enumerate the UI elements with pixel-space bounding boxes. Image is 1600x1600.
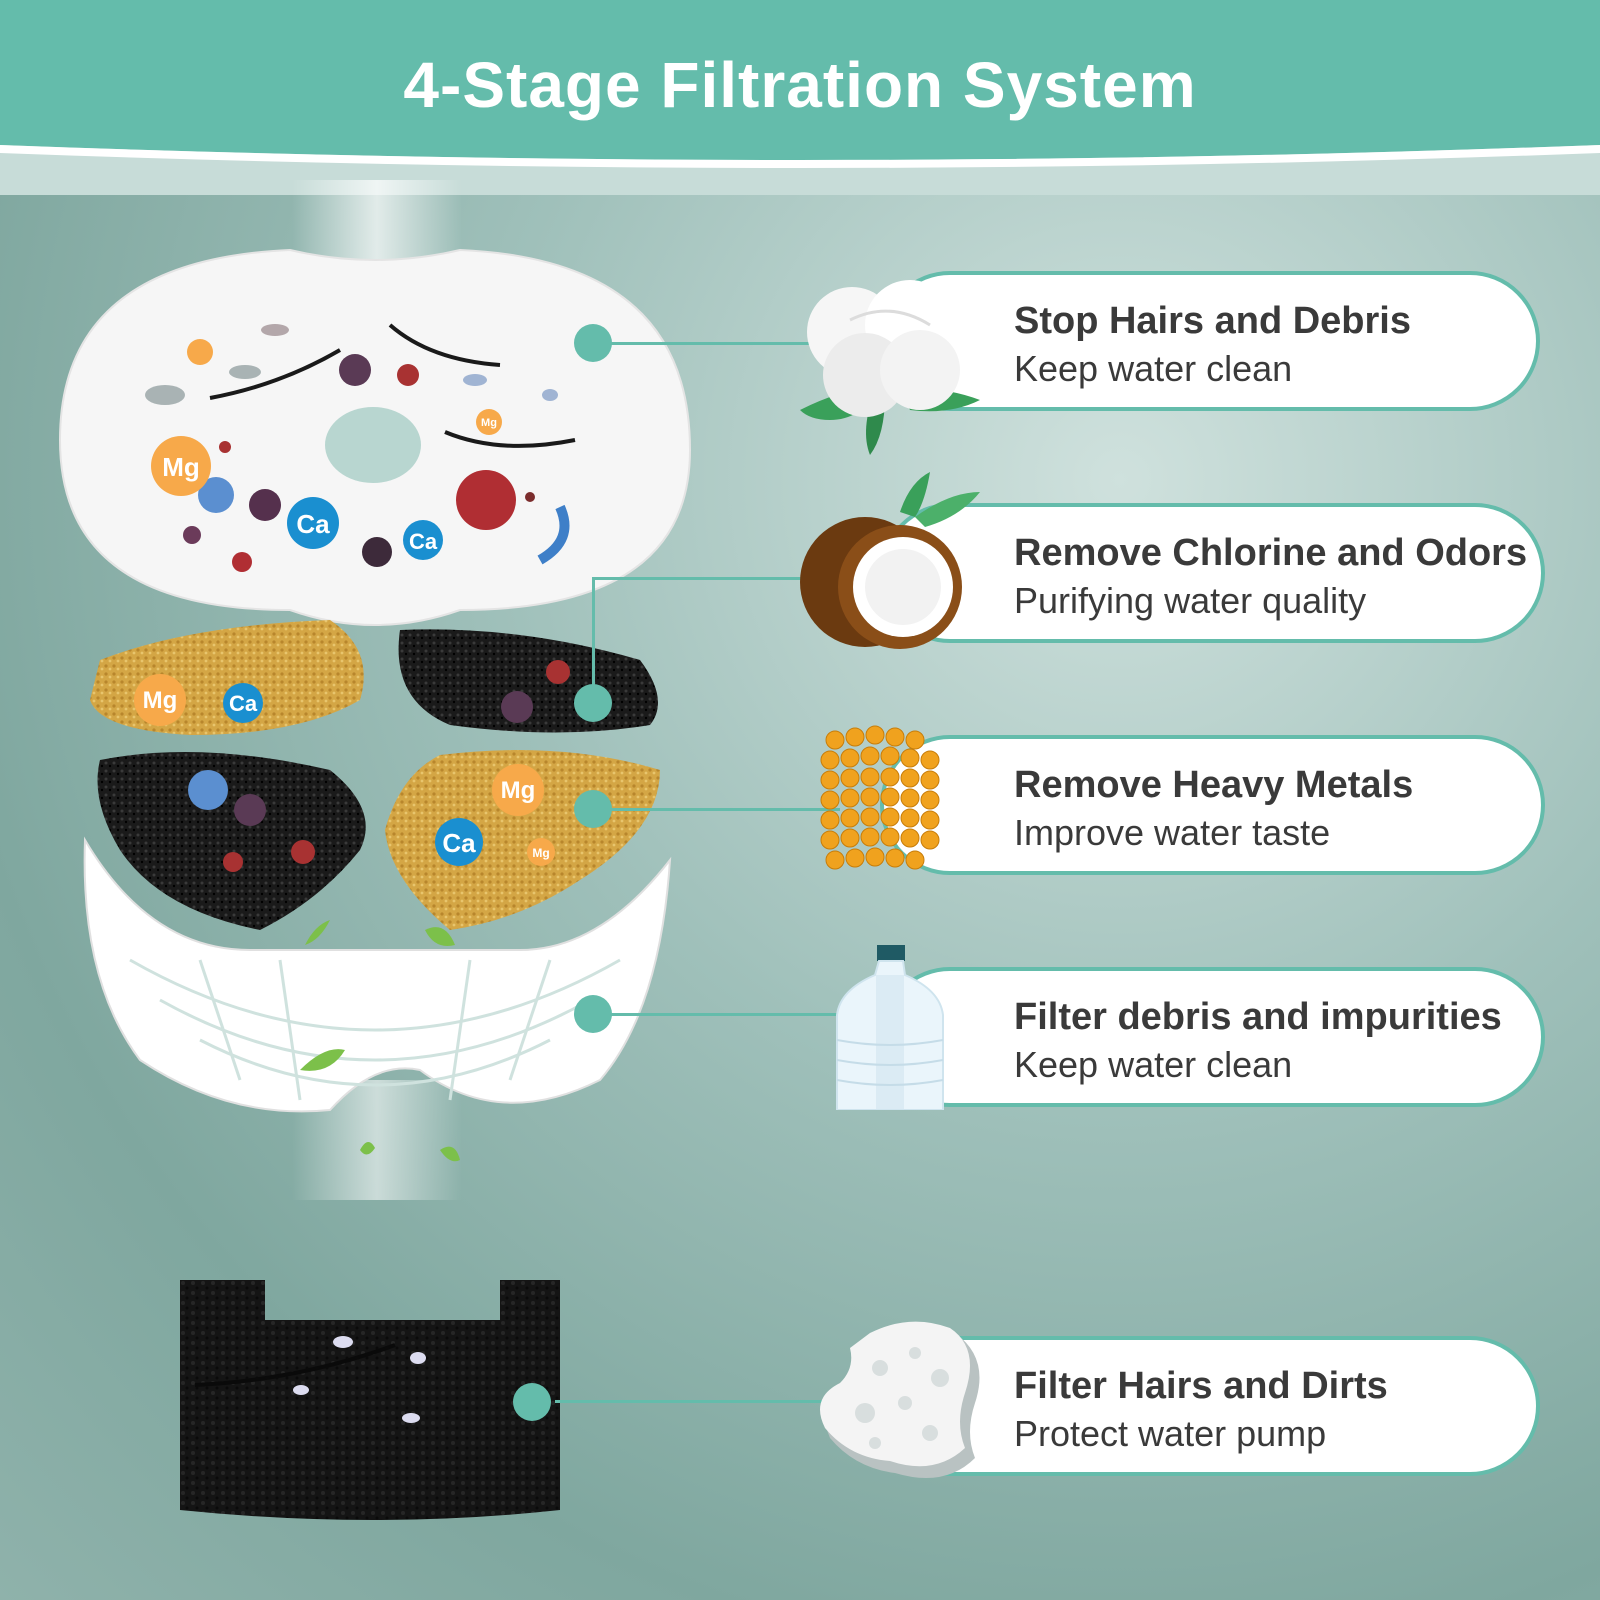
mineral-label-mg: Mg bbox=[481, 417, 497, 429]
connector-line-stage-1 bbox=[595, 342, 815, 345]
connector-line-stage-2-horizontal bbox=[592, 577, 815, 580]
marker-dot-stage-2 bbox=[574, 684, 612, 722]
cotton-icon bbox=[800, 280, 980, 455]
connector-line-stage-4 bbox=[600, 1013, 840, 1016]
connector-line-stage-3 bbox=[600, 808, 840, 811]
black-sponge bbox=[180, 1280, 560, 1520]
sponge-icon bbox=[820, 1321, 980, 1478]
coconut-icon bbox=[800, 472, 980, 649]
stage-card-3: Remove Heavy Metals Improve water taste bbox=[880, 735, 1545, 875]
water-bottle-icon bbox=[836, 945, 944, 1110]
mineral-label-ca: Ca bbox=[442, 828, 476, 858]
mineral-label-ca: Ca bbox=[409, 529, 438, 554]
mineral-label-mg: Mg bbox=[162, 452, 200, 482]
stage-subtitle: Keep water clean bbox=[1014, 348, 1293, 389]
page-title: 4-Stage Filtration System bbox=[403, 49, 1197, 121]
connector-line-stage-2-vertical bbox=[592, 577, 595, 687]
stage-subtitle: Purifying water quality bbox=[1014, 580, 1367, 621]
stage-heading: Filter debris and impurities bbox=[1014, 996, 1502, 1038]
stage-heading: Stop Hairs and Debris bbox=[1014, 300, 1411, 342]
connector-line-stage-5 bbox=[555, 1400, 840, 1403]
mineral-label-mg: Mg bbox=[501, 777, 536, 804]
stage-heading: Remove Chlorine and Odors bbox=[1014, 532, 1528, 574]
stage-subtitle: Protect water pump bbox=[1014, 1413, 1327, 1454]
resin-granules-upper-left bbox=[90, 620, 364, 735]
stage-heading: Filter Hairs and Dirts bbox=[1014, 1365, 1388, 1407]
stage-card-4: Filter debris and impurities Keep water … bbox=[880, 967, 1545, 1107]
header-banner bbox=[0, 0, 1600, 175]
marker-dot-stage-4 bbox=[574, 995, 612, 1033]
mineral-label-mg: Mg bbox=[532, 846, 549, 860]
marker-dot-stage-3 bbox=[574, 790, 612, 828]
stage-card-5: Filter Hairs and Dirts Protect water pum… bbox=[880, 1336, 1540, 1476]
stage-subtitle: Improve water taste bbox=[1014, 812, 1331, 853]
stage-subtitle: Keep water clean bbox=[1014, 1044, 1293, 1085]
marker-dot-stage-5 bbox=[513, 1383, 551, 1421]
stage-card-2: Remove Chlorine and Odors Purifying wate… bbox=[880, 503, 1545, 643]
mineral-label-ca: Ca bbox=[296, 509, 330, 539]
stage-card-1: Stop Hairs and Debris Keep water clean bbox=[880, 271, 1540, 411]
resin-beads-icon bbox=[820, 725, 940, 870]
mineral-label-mg: Mg bbox=[143, 687, 178, 714]
carbon-granules-lower-left bbox=[97, 752, 366, 930]
mineral-label-ca: Ca bbox=[229, 691, 258, 716]
marker-dot-stage-1 bbox=[574, 324, 612, 362]
stage-heading: Remove Heavy Metals bbox=[1014, 764, 1414, 806]
